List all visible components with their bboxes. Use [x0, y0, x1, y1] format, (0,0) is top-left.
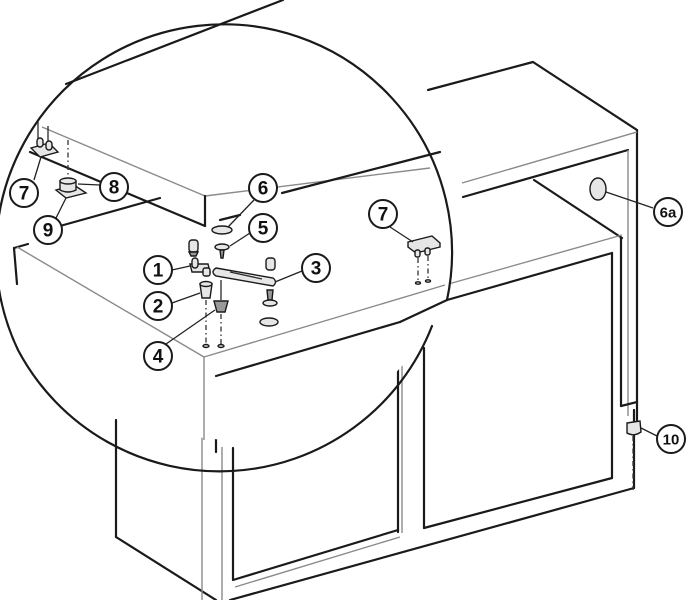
door-stop-left — [29, 122, 60, 158]
callout-8-label: 8 — [109, 178, 120, 199]
callout-7-right: 7 — [368, 199, 398, 229]
callout-5-label: 5 — [258, 219, 269, 240]
cabinet-top-front-edge — [461, 131, 638, 184]
detail-body-top-right-edge — [203, 284, 446, 358]
callout-7-right-label: 7 — [378, 205, 389, 226]
callout-6: 6 — [248, 173, 278, 203]
detail-top-panel-right-lower — [280, 150, 442, 195]
lower-section-inner-top — [445, 251, 614, 302]
door-stop-right — [407, 235, 441, 285]
guide-bracket — [187, 239, 211, 277]
detail-top-panel-right-upper — [204, 167, 431, 197]
callout-7-left: 7 — [9, 178, 39, 208]
left-door-bottom-rail — [234, 536, 401, 588]
detail-left-wall-top — [12, 242, 30, 250]
callout-2: 2 — [143, 291, 173, 321]
detail-back-wall-line — [58, 196, 162, 228]
cabinet-bottom-front — [228, 486, 636, 600]
callout-1-label: 1 — [153, 261, 164, 282]
callout-4: 4 — [143, 341, 173, 371]
callout-3: 3 — [301, 253, 331, 283]
cabinet-shelf-edge — [532, 178, 624, 240]
cabinet-top-back-edge — [426, 60, 639, 132]
cover-cap — [211, 225, 233, 235]
connecting-arm — [212, 257, 279, 327]
right-sliding-door — [422, 251, 614, 530]
bushing — [199, 280, 213, 349]
detail-door-top — [214, 320, 402, 378]
dowel — [213, 280, 229, 349]
lower-section-top-edge — [444, 234, 623, 286]
callout-5: 5 — [248, 213, 278, 243]
cabinet-side-strip-bottom — [619, 400, 639, 408]
detail-door-top-continuation — [398, 298, 449, 324]
callout-6a-label: 6a — [660, 205, 677, 222]
roller-guide-assembly — [54, 140, 88, 199]
detail-top-back-edge — [64, 0, 285, 86]
callout-10: 10 — [656, 424, 686, 454]
detail-magnifier — [0, 0, 454, 473]
callout-6-label: 6 — [258, 179, 269, 200]
cabinet-inner-top — [461, 148, 630, 199]
callout-4-label: 4 — [153, 347, 164, 368]
leader-lines — [33, 156, 658, 437]
cabinet — [114, 60, 642, 600]
callout-8: 8 — [99, 172, 129, 202]
screw — [214, 243, 230, 259]
detail-back-wall-line-2 — [218, 213, 242, 222]
callout-3-label: 3 — [311, 259, 322, 280]
cover-cap-6a — [589, 177, 607, 201]
cabinet-bottom-left — [114, 535, 218, 600]
callout-1: 1 — [143, 255, 173, 285]
callout-10-label: 10 — [663, 432, 680, 449]
magnifier-circle-outline — [0, 23, 454, 473]
detail-left-wall — [12, 246, 19, 286]
callout-6a: 6a — [653, 197, 683, 227]
callout-9-label: 9 — [43, 221, 54, 242]
callout-9: 9 — [33, 215, 63, 245]
detail-top-panel-front — [41, 126, 206, 197]
leveling-foot — [626, 420, 642, 490]
left-door-frame — [231, 446, 400, 582]
right-door-bottom — [422, 476, 614, 530]
callout-7-left-label: 7 — [19, 184, 30, 205]
callout-2-label: 2 — [153, 297, 164, 318]
